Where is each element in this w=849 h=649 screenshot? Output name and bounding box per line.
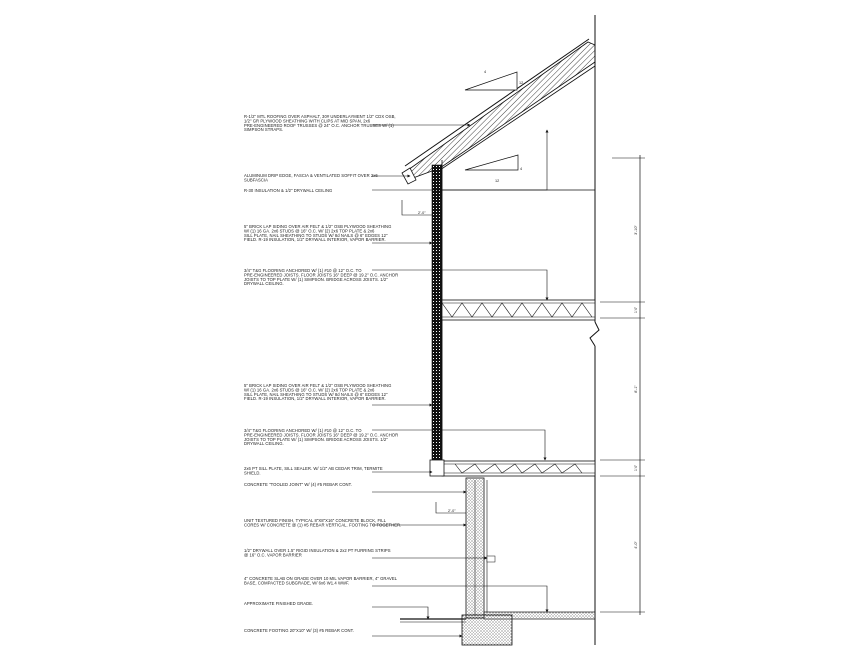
construction-notes: R-1/2" MTL ROOFING OVER ASPHALT, 30# UND… <box>244 114 401 633</box>
note-roof: R-1/2" MTL ROOFING OVER ASPHALT, 30# UND… <box>244 114 396 132</box>
note-ceiling: R-30 INSULATION & 1/2" DRYWALL CEILING <box>244 188 332 193</box>
note-drywall: 1/2" DRYWALL OVER 1.5" RIGID INSULATION … <box>244 548 391 557</box>
leader-lines <box>372 123 549 638</box>
note-sill: 2x6 PT SILL PLATE, SILL SEALER. W/ 1/2" … <box>244 466 383 475</box>
dim-label: 8'-1" <box>634 385 638 393</box>
note-tooled-joint: CONCRETE "TOOLED JOINT" W/ (4) #5 REBAR … <box>244 482 352 487</box>
svg-text:4: 4 <box>484 70 486 74</box>
roof-slope-symbol-upper: 4 12 <box>464 70 523 91</box>
exterior-wall-upper <box>431 160 443 470</box>
note-slab: 4" CONCRETE SLAB ON GRADE OVER 10 MIL VA… <box>244 576 398 585</box>
note-wall-lower: 5" BRICK LAP SIDING OVER AIR FELT & 1/2"… <box>244 383 391 401</box>
note-floor-upper: 3/4" T&G FLOORING ANCHORED W/ (1) #10 @ … <box>244 268 398 286</box>
callout-foundation: 2'-0" <box>435 502 466 514</box>
svg-text:12: 12 <box>495 179 499 183</box>
svg-text:12: 12 <box>519 81 523 85</box>
section-break-symbol <box>589 321 600 347</box>
svg-text:2'-0": 2'-0" <box>418 211 426 215</box>
note-grade: APPROXIMATE FINISHED GRADE. <box>244 601 313 606</box>
foundation-wall <box>465 477 485 619</box>
roof-slope-symbol-lower: 4 12 <box>464 154 522 183</box>
floor-system-lower <box>441 460 596 477</box>
concrete-footing <box>461 614 513 646</box>
dim-label: 3'-10" <box>634 225 638 235</box>
dim-label: 1'4" <box>634 306 638 313</box>
sill-plate <box>429 459 445 477</box>
note-wall-upper: 5" BRICK LAP SIDING OVER AIR FELT & 1/2"… <box>244 224 391 242</box>
floor-system-upper <box>441 299 596 321</box>
dim-label: 4'-0" <box>634 541 638 549</box>
dim-label: 1'4" <box>634 464 638 471</box>
note-drip-edge: ALUMINUM DRIP EDGE, FASCIA & VENTILATED … <box>244 173 378 182</box>
svg-text:2'-0": 2'-0" <box>448 509 456 513</box>
note-floor-lower: 3/4" T&G FLOORING ANCHORED W/ (1) #10 @ … <box>244 428 398 446</box>
furring-strip-detail <box>486 555 496 563</box>
finished-grade <box>400 618 466 623</box>
note-footing: CONCRETE FOOTING 20"X10" W/ (3) #5 REBAR… <box>244 628 354 633</box>
svg-text:4: 4 <box>520 167 522 171</box>
note-block-wall: UNIT TEXTURED FINISH, TYPICAL 8"X8"X16" … <box>244 518 401 527</box>
callout-eave: 2'-0" <box>401 200 432 216</box>
vertical-dimension-string: 3'-10" 1'4" 8'-1" 1'4" 4'-0" <box>600 155 645 615</box>
